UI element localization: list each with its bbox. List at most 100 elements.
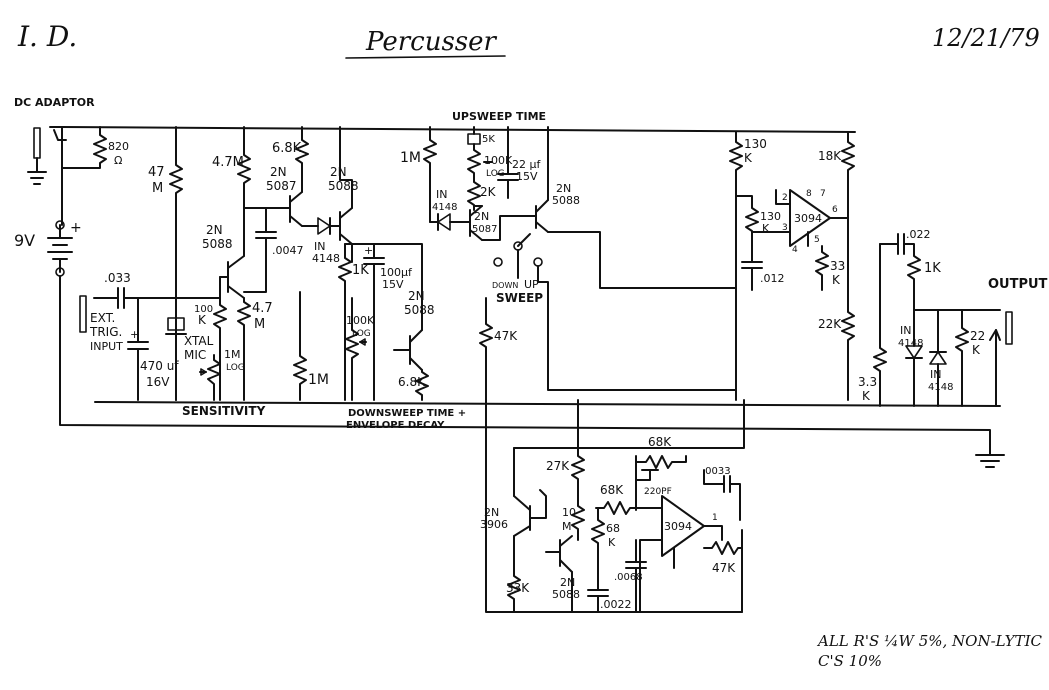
- pin-4-label: 4: [792, 245, 798, 255]
- r-10m-label: 10: [562, 506, 576, 519]
- r-47k-b-label: 47K: [712, 561, 736, 575]
- r-10m-unit: M: [562, 520, 572, 533]
- diode-in4148-a: [301, 217, 341, 235]
- r-1m-a-label: 1M: [308, 372, 329, 388]
- capacitor-0068: [625, 539, 647, 613]
- q2-part: 5087: [266, 179, 297, 193]
- switch-down-label: DOWN: [492, 281, 518, 290]
- c-0068-label: .0068: [614, 572, 643, 583]
- capacitor-033: [111, 287, 221, 309]
- title-underline: [345, 55, 506, 59]
- pot-100k-log: LOG: [352, 329, 371, 339]
- pin-1-label: 1: [712, 513, 718, 523]
- op-amp-b-label: 3094: [664, 520, 692, 533]
- capacitor-220pf: [635, 469, 659, 481]
- r-47m-unit: M: [152, 181, 163, 196]
- r-130k-b-unit: K: [762, 222, 770, 235]
- r-130k-a-label: 130: [744, 137, 767, 151]
- resistor-2k: [467, 179, 481, 211]
- diode-pair-output: [905, 309, 1001, 407]
- ground-symbol: [975, 444, 1005, 468]
- r-3-3k-unit: K: [862, 389, 871, 403]
- resistor-4-7m: [237, 126, 251, 209]
- d-b-part: 4148: [432, 202, 457, 213]
- resistor-47m: [169, 126, 183, 401]
- c-470uf-voltage: 16V: [146, 375, 170, 389]
- q1-part: 5088: [202, 237, 233, 251]
- c-0033-label: .0033: [702, 466, 731, 477]
- downsweep-label: DOWNSWEEP TIME +: [348, 408, 466, 419]
- output-jack: [989, 311, 1013, 407]
- r-820-label: 820: [108, 140, 129, 153]
- q1-label: 2N: [206, 223, 223, 237]
- transistor-2n5088-q1: [219, 207, 245, 299]
- d-c-label: IN: [900, 324, 911, 337]
- r-68k-shunt-label: 68: [606, 522, 620, 535]
- r-4-7m-emitter-unit: M: [254, 317, 265, 332]
- lower-section-wiring: [485, 399, 745, 613]
- resistor-6-8k-mid: [415, 369, 429, 401]
- resistor-22k-output: [955, 309, 969, 407]
- page-title: Percusser: [365, 27, 498, 57]
- r-27k-label: 27K: [546, 459, 570, 473]
- capacitor-100uf: +: [344, 243, 385, 401]
- op-amp-3094-a: [751, 189, 849, 247]
- capacitor-0022: [587, 573, 609, 613]
- r-1k-a-label: 1K: [352, 263, 369, 278]
- c-0022-label: .0022: [600, 598, 632, 611]
- resistor-27k: [571, 399, 585, 497]
- transistor-2n5088-q3: [339, 126, 353, 263]
- pot-1m-label: 1M: [224, 348, 241, 361]
- ext-trig-label-1: EXT.: [90, 311, 115, 325]
- q7-part: 5088: [552, 588, 580, 601]
- output-label: OUTPUT: [988, 277, 1048, 292]
- r-68k-feedback-label: 68K: [648, 435, 672, 449]
- q4-part: 5088: [404, 303, 435, 317]
- d-c-part: 4148: [898, 338, 923, 349]
- r-68k-input-label: 68K: [600, 483, 624, 497]
- top-power-rail: [61, 126, 856, 133]
- resistor-1m-b: [423, 126, 437, 223]
- r-47m-label: 47: [148, 165, 165, 180]
- transistor-2n5088-q4: [373, 243, 423, 371]
- capacitor-012: [741, 245, 763, 291]
- resistor-47k-b: [703, 541, 743, 555]
- resistor-4-7m-emitter: [237, 297, 251, 401]
- d-d-part: 4148: [928, 382, 953, 393]
- bottom-ground-rail: [59, 399, 1001, 446]
- transistor-2n5087-q2: [265, 179, 303, 227]
- d-b-label: IN: [436, 188, 447, 201]
- resistor-33k: [815, 245, 829, 291]
- resistor-68k-shunt: [591, 507, 605, 575]
- resistor-33k-lower: [507, 573, 521, 613]
- pot-100k-b-label: 100K: [484, 154, 513, 167]
- r-3-3k-label: 3.3: [858, 375, 877, 389]
- c-470uf-label: 470 uf: [140, 359, 179, 373]
- resistor-68k-feedback: [635, 455, 687, 511]
- c-220pf-label: 220PF: [644, 487, 672, 497]
- resistor-10m: [571, 495, 585, 541]
- pin-3-label: 3: [782, 223, 788, 233]
- c-022-label: .022: [906, 228, 931, 241]
- r-33k-lower-label: 33K: [506, 581, 530, 595]
- upsweep-label: UPSWEEP TIME: [452, 110, 546, 123]
- r-22k-label: 22K: [818, 317, 842, 331]
- q6-part: 5088: [552, 194, 580, 207]
- sweep-label: SWEEP: [496, 291, 543, 305]
- r-47k-a-label: 47K: [494, 329, 518, 343]
- q3-part: 5088: [328, 179, 359, 193]
- resistor-68k-input: [595, 501, 663, 515]
- q-2n3906-part: 3906: [480, 518, 508, 531]
- svg-text:+: +: [364, 244, 373, 257]
- capacitor-0033: [703, 469, 741, 521]
- pin-8-label: 8: [806, 189, 812, 199]
- q7-label: 2N: [560, 576, 575, 589]
- r-4-7m-emitter-label: 4.7: [252, 301, 273, 316]
- r-130k-a-unit: K: [744, 151, 753, 165]
- r-33k-unit: K: [832, 273, 841, 287]
- battery-label: 9V: [14, 231, 35, 250]
- r-6-8k-top-label: 6.8K: [272, 141, 302, 156]
- r-100k-unit: K: [198, 313, 207, 327]
- q4-label: 2N: [408, 289, 425, 303]
